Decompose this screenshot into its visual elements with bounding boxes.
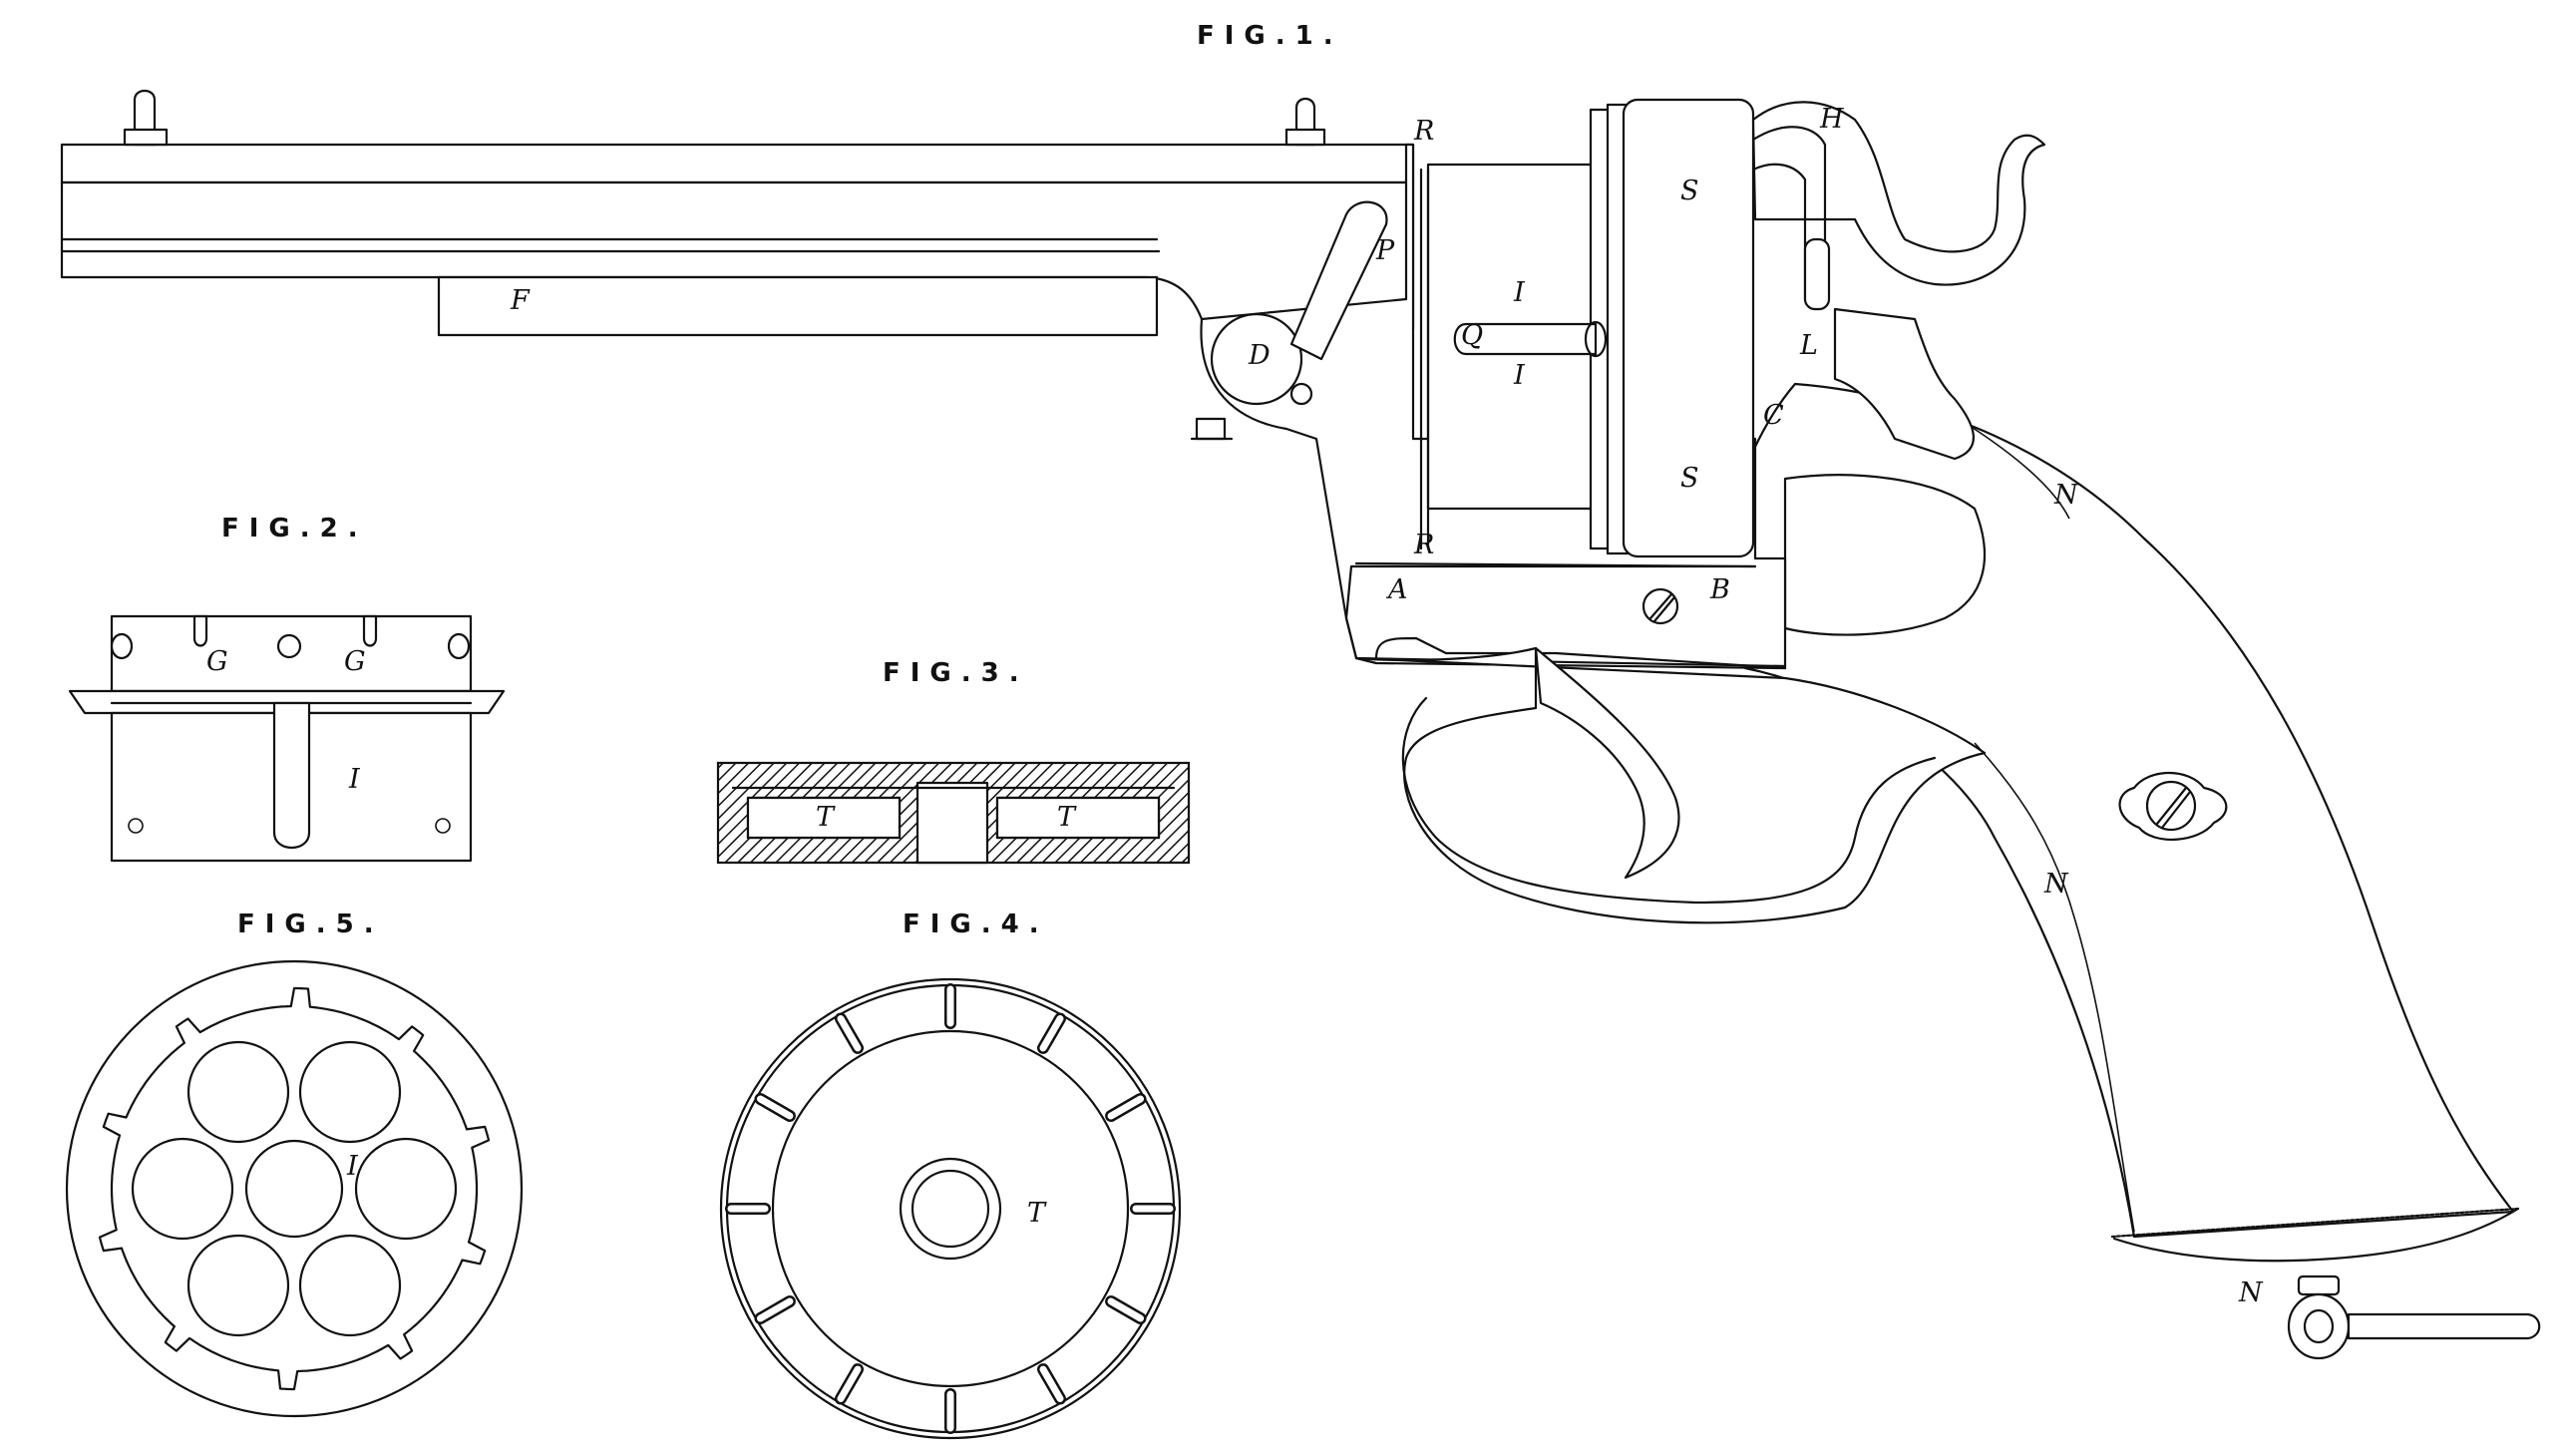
hammer: [1751, 101, 2046, 311]
fig4-label-t: T: [1027, 1198, 1047, 1229]
fig2-gate-plate: FIG.2. G G I: [68, 514, 506, 863]
label-i-upper: I: [1513, 277, 1526, 308]
fig2-label-g-right: G: [344, 646, 366, 677]
grip-panel-insert: [1783, 474, 1987, 636]
chamber-bore: [298, 1234, 402, 1337]
label-d: D: [1248, 340, 1271, 371]
label-c: C: [1763, 400, 1784, 431]
ratchet-notch-inner: [1107, 1297, 1145, 1322]
fig4-title: FIG.4.: [903, 910, 1049, 939]
label-s-upper: S: [1680, 176, 1699, 206]
frame-top-strap-line: [1354, 561, 1757, 568]
label-r-upper: R: [1413, 116, 1434, 147]
label-n-upper: N: [2053, 480, 2079, 511]
label-n-middle: N: [2043, 869, 2069, 900]
ratchet-notch-inner: [756, 1297, 794, 1322]
label-n-lower: N: [2238, 1277, 2264, 1308]
fig3-title: FIG.3.: [883, 658, 1029, 688]
ratchet-notch-inner: [1107, 1095, 1145, 1120]
fig5-chambers: [131, 1040, 458, 1337]
label-r-lower: R: [1413, 530, 1434, 560]
fig3-label-t-left: T: [816, 802, 836, 833]
fig3-label-t-right: T: [1057, 802, 1077, 833]
hammer-shoulder: [1833, 307, 1975, 461]
ratchet-notch-inner: [837, 1365, 862, 1403]
fig2-label-g-left: G: [206, 646, 228, 677]
fig5-label-i: I: [346, 1151, 359, 1182]
chamber-bore: [244, 1139, 344, 1239]
label-s-lower: S: [1680, 463, 1699, 494]
grip-butt-cap: [2112, 1207, 2520, 1263]
fig1-title: FIG.1.: [1197, 21, 1343, 51]
trigger-guard: [1354, 646, 1987, 924]
grip-screw: [2118, 771, 2228, 841]
cylinder: [1419, 98, 1755, 558]
label-l: L: [1799, 330, 1818, 361]
label-h: H: [1819, 104, 1844, 135]
chamber-bore: [298, 1040, 402, 1144]
fig2-label-i: I: [348, 764, 361, 795]
fig5-title: FIG.5.: [237, 910, 384, 939]
ratchet-notch-inner: [837, 1014, 862, 1052]
label-i-lower: I: [1513, 360, 1526, 391]
fig2-title: FIG.2.: [221, 514, 368, 544]
chamber-bore: [186, 1234, 290, 1337]
barrel: [60, 89, 1415, 337]
fig1-revolver-side-view: FIG.1.: [60, 21, 2541, 1360]
ratchet-notch-inner: [1039, 1365, 1064, 1403]
label-f: F: [510, 285, 531, 316]
label-b: B: [1709, 574, 1730, 605]
label-a: A: [1385, 574, 1408, 605]
fig3-cylinder-ring-section: FIG.3. T T: [716, 658, 1191, 865]
fig5-cylinder-face: FIG.5. I: [65, 910, 524, 1418]
label-q: Q: [1461, 320, 1483, 351]
ratchet-notch-inner: [1039, 1014, 1064, 1052]
label-p: P: [1375, 235, 1395, 266]
fig4-notches: [725, 983, 1176, 1434]
chamber-bore: [131, 1137, 234, 1241]
fig4-ratchet-face: FIG.4. T: [719, 910, 1182, 1440]
grip-front-line: [1974, 742, 2135, 1233]
loading-lever: [1190, 200, 1388, 441]
grip-butt-edge: [2110, 1207, 2520, 1239]
chamber-bore: [186, 1040, 290, 1144]
frame-screw: [1641, 587, 1679, 625]
chamber-bore: [354, 1137, 458, 1241]
ratchet-notch-inner: [756, 1095, 794, 1120]
frame-underside: [1374, 636, 1787, 670]
lanyard-ring: [2287, 1274, 2541, 1360]
